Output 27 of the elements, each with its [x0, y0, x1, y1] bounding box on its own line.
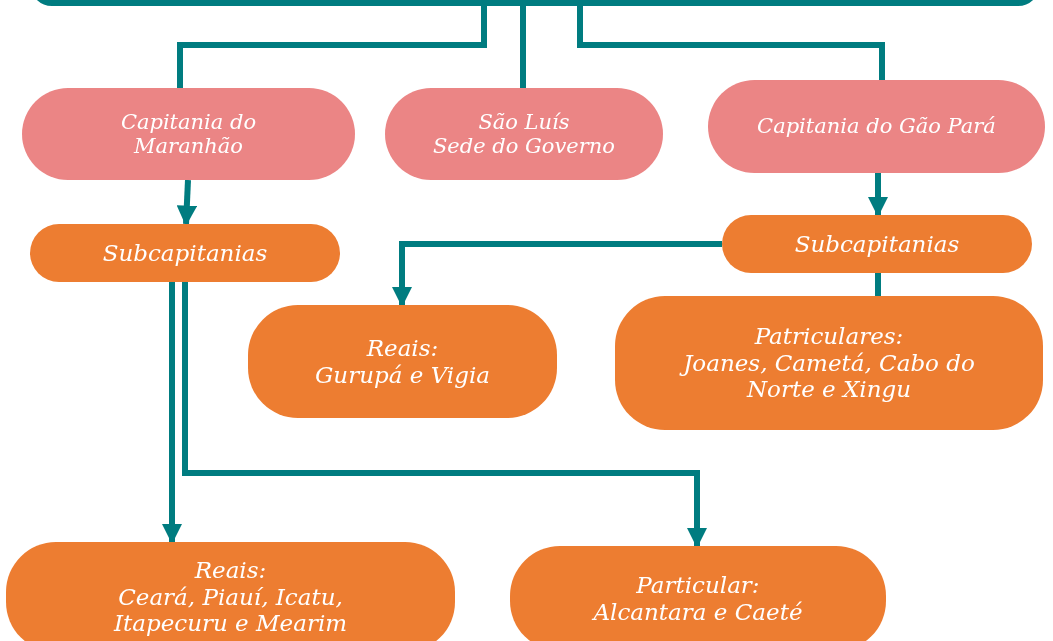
box-text: Gurupá e Vigia: [315, 361, 490, 388]
subcapitania-box: [615, 296, 1043, 430]
subcapitania-box: [6, 542, 455, 641]
arrow: [867, 173, 889, 218]
subcapitania-box: [722, 215, 1032, 273]
box-text: Capitania do Maranhão: [119, 109, 258, 159]
box-text: Sede do Governo: [432, 134, 615, 159]
connector-line: [577, 6, 885, 80]
box-heading: São Luís: [478, 109, 570, 134]
box-text: Subcapitanias: [102, 239, 268, 267]
box-text: Subcapitanias: [794, 230, 960, 258]
box-text: Alcantara e Caeté: [593, 598, 803, 625]
box-text: Capitania do Gão Pará: [757, 114, 996, 139]
box-text: Joanes, Cametá, Cabo do Norte e Xingu: [660, 349, 998, 403]
connector-line: [875, 273, 881, 296]
box-heading: Reais:: [194, 557, 267, 584]
box-heading: Reais:: [366, 335, 439, 362]
box-heading: Patriculares:: [754, 323, 904, 350]
box-heading: Particular:: [636, 572, 760, 599]
subcapitania-box: [30, 224, 340, 282]
arrow: [391, 241, 722, 308]
arrow: [161, 282, 183, 545]
connector-line: [520, 6, 526, 88]
arrow: [182, 282, 708, 549]
box-text: Ceará, Piauí, Icatu, Itapecuru e Mearim: [112, 583, 349, 637]
connector-line: [177, 6, 487, 88]
arrow: [176, 179, 197, 227]
